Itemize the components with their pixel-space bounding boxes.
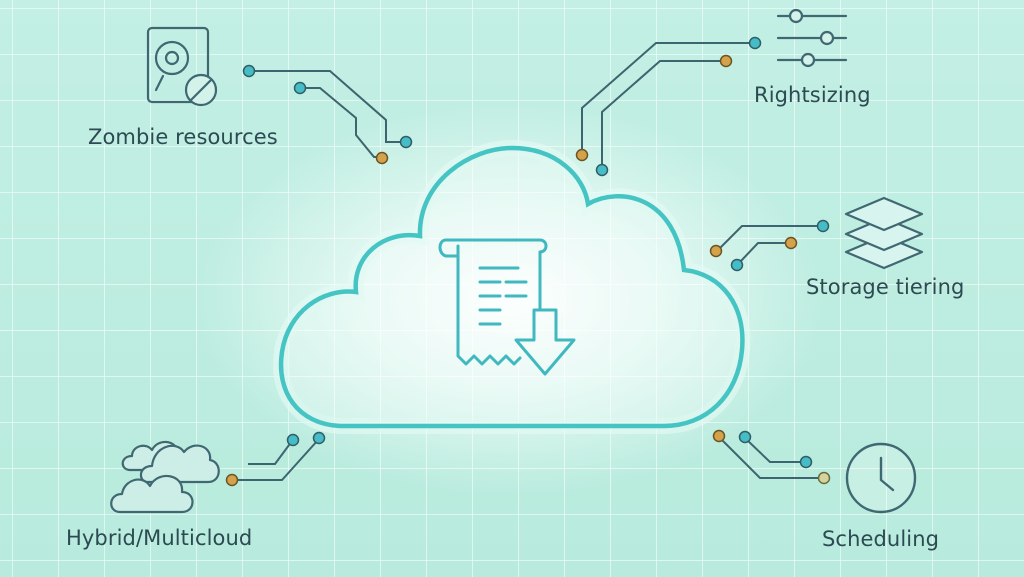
node-hybrid-3 bbox=[225, 473, 239, 487]
sliders-icon bbox=[776, 8, 848, 68]
label-zombie-resources: Zombie resources bbox=[88, 125, 278, 149]
node-scheduling-2 bbox=[738, 430, 752, 444]
central-cloud bbox=[273, 139, 751, 434]
connector-rightsizing bbox=[581, 42, 754, 165]
connector-storage bbox=[717, 225, 822, 263]
node-storage-2 bbox=[784, 236, 798, 250]
node-scheduling-3 bbox=[799, 455, 813, 469]
connector-zombie bbox=[250, 70, 405, 158]
multi-cloud-icon bbox=[110, 440, 220, 514]
label-scheduling: Scheduling bbox=[822, 527, 940, 551]
node-rightsizing-3 bbox=[575, 148, 589, 162]
node-storage-3 bbox=[709, 244, 723, 258]
node-scheduling-1 bbox=[712, 429, 726, 443]
node-hybrid-2 bbox=[312, 431, 326, 445]
node-rightsizing-1 bbox=[748, 36, 762, 50]
node-zombie-2 bbox=[293, 81, 307, 95]
connector-scheduling bbox=[719, 437, 822, 479]
hard-drive-blocked-icon bbox=[146, 26, 218, 107]
node-storage-4 bbox=[730, 258, 744, 272]
node-rightsizing-4 bbox=[595, 163, 609, 177]
node-scheduling-4 bbox=[817, 471, 831, 485]
stacked-layers-icon bbox=[844, 196, 924, 270]
label-storage-tiering: Storage tiering bbox=[806, 275, 965, 299]
node-zombie-3 bbox=[399, 135, 413, 149]
node-rightsizing-2 bbox=[719, 54, 733, 68]
node-storage-1 bbox=[816, 219, 830, 233]
node-hybrid-1 bbox=[286, 433, 300, 447]
clock-icon bbox=[845, 442, 917, 514]
node-zombie-1 bbox=[242, 64, 256, 78]
node-zombie-4 bbox=[375, 151, 389, 165]
label-rightsizing: Rightsizing bbox=[754, 83, 871, 107]
cloud-billing-download-icon bbox=[438, 238, 576, 376]
label-hybrid-multicloud: Hybrid/Multicloud bbox=[66, 526, 253, 550]
connector-hybrid bbox=[234, 439, 319, 481]
